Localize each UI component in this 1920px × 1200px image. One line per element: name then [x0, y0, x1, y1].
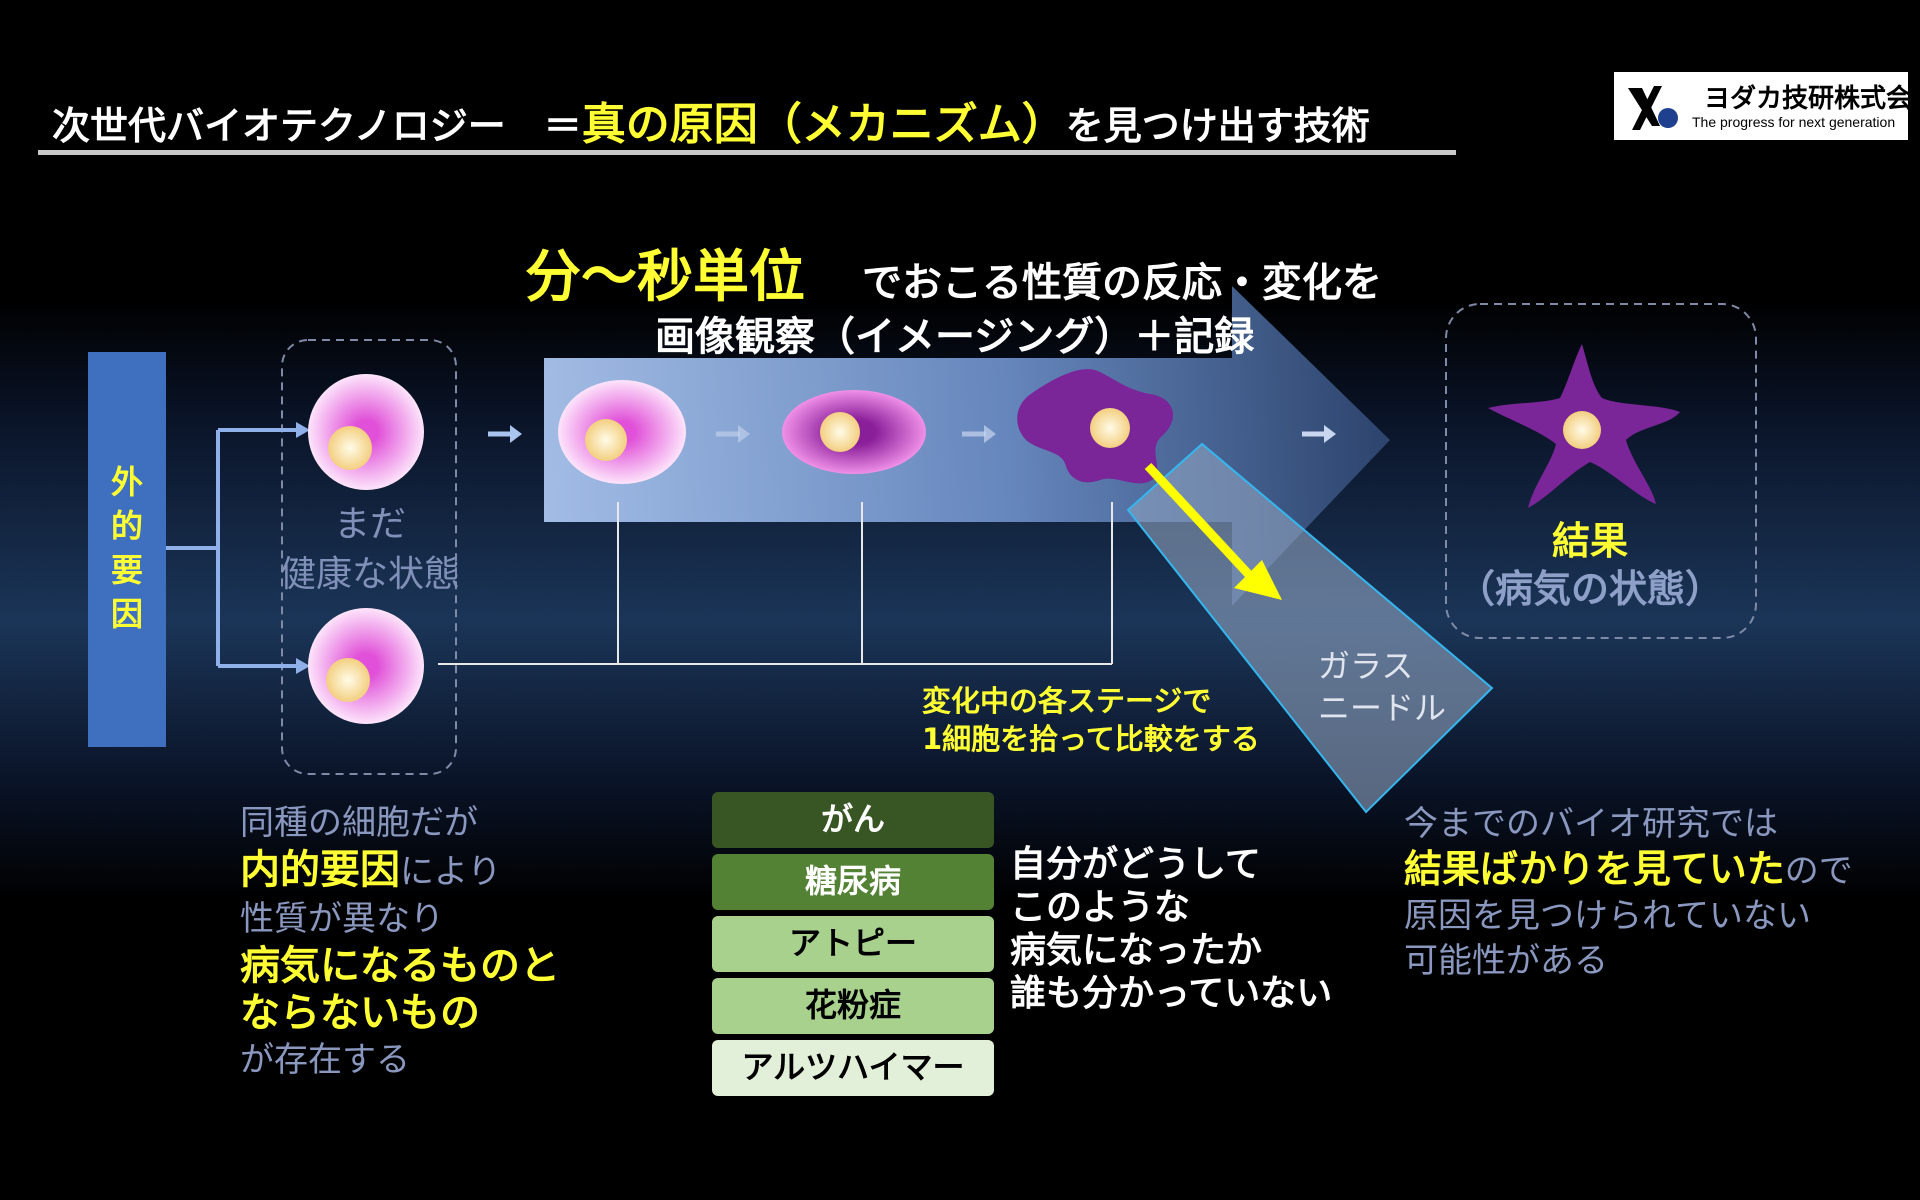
- left-line-6: が存在する: [240, 1040, 410, 1080]
- right-line-3: 原因を見つけられていない: [1404, 896, 1811, 936]
- sampling-lines: [438, 502, 1113, 665]
- stage-compare-line-1: 変化中の各ステージで: [922, 684, 1212, 718]
- healthy-state-label: まだ 健康な状態: [255, 500, 485, 600]
- imaging-timeline-arrow: [544, 286, 1390, 606]
- branch-connector: [166, 428, 300, 668]
- unknown-cause-description: 自分がどうして このような 病気になったか 誰も分かっていない: [1010, 843, 1332, 1015]
- imaging-description: 画像観察（イメージング）＋記録: [655, 314, 1255, 360]
- stage-arrow: [1302, 425, 1336, 443]
- disease-item-diabetes: 糖尿病: [712, 854, 994, 910]
- external-factor-bar: 外的要因: [88, 352, 166, 747]
- healthy-cells-box: [281, 339, 457, 775]
- company-logo: ヨダカ技研株式会社 The progress for next generati…: [1614, 72, 1920, 140]
- stage-compare-line-2: 1細胞を拾って比較をする: [922, 722, 1260, 756]
- healthy-cell-lower: [308, 608, 424, 724]
- left-line-2-rest: により: [400, 852, 502, 892]
- timescale-highlight: 分〜秒単位: [525, 245, 805, 310]
- healthy-cell-upper: [308, 374, 424, 490]
- stage-arrow: [488, 425, 522, 443]
- healthy-line-1: まだ: [333, 504, 406, 545]
- stage-arrow: [716, 425, 750, 443]
- external-factor-label: 外的要因: [110, 463, 143, 633]
- branch-arrow-lower: [296, 658, 310, 674]
- branch-arrow-upper: [296, 422, 310, 438]
- company-tagline: The progress for next generation: [1692, 114, 1896, 130]
- stage-arrow: [962, 425, 996, 443]
- healthy-line-2: 健康な状態: [279, 554, 460, 595]
- left-line-1: 同種の細胞だが: [240, 803, 478, 843]
- left-line-5-highlight: ならないもの: [240, 990, 480, 1036]
- diseased-cell: [1488, 344, 1680, 508]
- title-underline: [38, 150, 1456, 155]
- right-line-2-highlight: 結果ばかりを見ていた: [1404, 847, 1785, 891]
- page-title: 次世代バイオテクノロジー ＝真の原因（メカニズム）を見つけ出す技術: [52, 88, 1370, 152]
- timescale-description: でおこる性質の反応・変化を: [862, 260, 1382, 306]
- result-subtitle: （病気の状態）: [1456, 567, 1723, 611]
- internal-factor-highlight: 内的要因: [240, 847, 400, 893]
- disease-item-atopy: アトピー: [712, 916, 994, 972]
- needle-line-2: ニードル: [1318, 689, 1447, 727]
- stage-cell-2: [782, 390, 926, 474]
- yodaka-logo-icon: [1628, 86, 1678, 130]
- unknown-line-2: このような: [1010, 887, 1191, 928]
- stage-cell-1: [558, 380, 686, 484]
- company-name: ヨダカ技研株式会社: [1704, 83, 1920, 113]
- right-line-1: 今までのバイオ研究では: [1404, 804, 1778, 844]
- title-prefix: 次世代バイオテクノロジー ＝: [52, 104, 582, 148]
- left-line-4-highlight: 病気になるものと: [240, 943, 560, 989]
- title-highlight: 真の原因（メカニズム）: [581, 99, 1066, 150]
- left-line-3: 性質が異なり: [240, 899, 444, 939]
- internal-factor-description: 同種の細胞だが 内的要因により 性質が異なり 病気になるものと ならないもの が…: [240, 800, 560, 1084]
- needle-pick-arrow: [1144, 462, 1282, 600]
- unknown-line-3: 病気になったか: [1010, 930, 1263, 971]
- result-title: 結果: [1551, 519, 1628, 563]
- right-line-4: 可能性がある: [1404, 941, 1608, 981]
- needle-line-1: ガラス: [1318, 647, 1414, 685]
- glass-needle-label: ガラス ニードル: [1318, 645, 1446, 729]
- title-suffix: を見つけ出す技術: [1065, 104, 1370, 148]
- disease-item-alzheimers: アルツハイマー: [712, 1040, 994, 1096]
- disease-item-hay-fever: 花粉症: [712, 978, 994, 1034]
- stage-cell-3: [1017, 369, 1174, 484]
- unknown-line-1: 自分がどうして: [1010, 844, 1261, 885]
- right-line-2-rest: ので: [1784, 851, 1853, 891]
- result-box: [1445, 303, 1757, 639]
- disease-item-cancer: がん: [712, 792, 994, 848]
- past-research-description: 今までのバイオ研究では 結果ばかりを見ていたので 原因を見つけられていない 可能…: [1404, 802, 1853, 984]
- stage-compare-note: 変化中の各ステージで 1細胞を拾って比較をする: [922, 682, 1260, 758]
- unknown-line-4: 誰も分かっていない: [1010, 973, 1333, 1014]
